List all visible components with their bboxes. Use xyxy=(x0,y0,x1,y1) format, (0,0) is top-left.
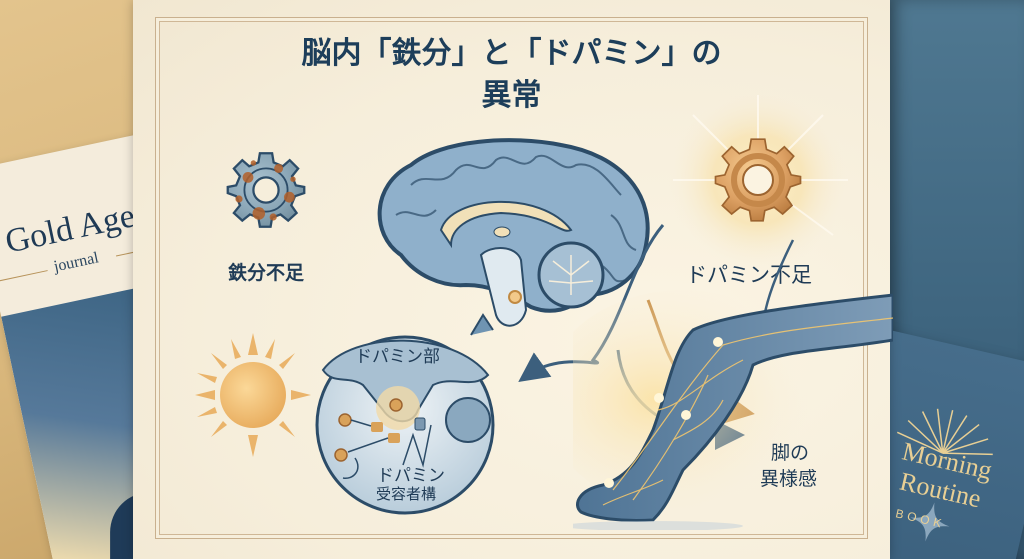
dopamine-receptor-label-line2: 受容者構 xyxy=(376,485,437,503)
page-title: 脳内「鉄分」と「ドパミン」の 異常 xyxy=(133,33,890,117)
iron-deficiency-label: 鉄分不足 xyxy=(228,262,305,284)
dopamine-deficiency-label: ドパミン不足 xyxy=(686,263,812,287)
synapse-magnifier-circle xyxy=(315,335,495,515)
card-frame xyxy=(155,17,868,539)
sparkle-star-icon xyxy=(910,502,950,542)
leg-nerves-illustration xyxy=(573,290,893,530)
brain-illustration xyxy=(377,138,650,327)
dopamine-receptor-label-line1: ドパミン xyxy=(377,466,445,486)
sun-icon xyxy=(195,333,311,457)
dopamine-area-label: ドパミン部 xyxy=(355,347,440,367)
title-line2: 異常 xyxy=(481,78,542,113)
journal-subtitle: journal xyxy=(52,249,101,276)
leg-sensation-label-line1: 脚の xyxy=(771,442,810,464)
infographic-card: 脳内「鉄分」と「ドパミン」の 異常 鉄分不足 xyxy=(133,0,893,559)
morning-routine-book: Morning Routine BOOK xyxy=(792,322,1024,559)
arrow-callout-up xyxy=(470,313,494,336)
journal-title: Gold Age xyxy=(2,197,139,261)
journal-rule-left xyxy=(0,270,48,283)
golden-gear-icon xyxy=(668,95,848,270)
rusty-gear-icon xyxy=(226,152,306,228)
sunburst-icon xyxy=(896,408,993,456)
title-line1: 脳内「鉄分」と「ドパミン」の xyxy=(301,36,722,71)
leg-sensation-label-line2: 異様感 xyxy=(760,468,818,490)
